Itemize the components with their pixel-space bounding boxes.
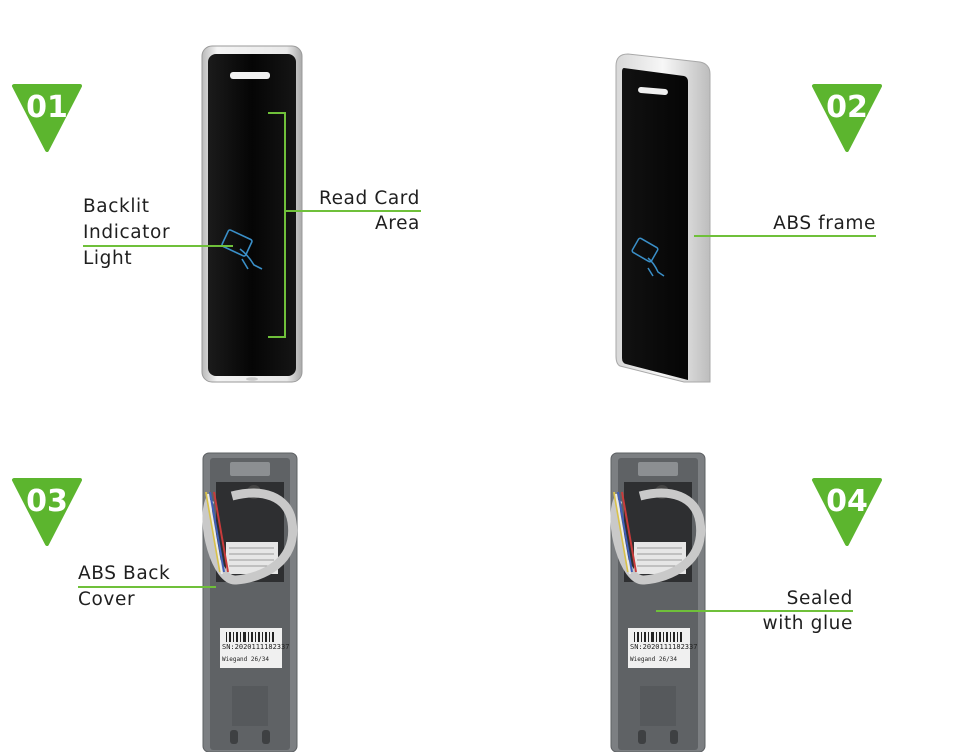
reader-angled-image: [614, 50, 714, 386]
badge-03: 03: [10, 478, 84, 546]
sticker-model: Wiegand 26/34: [222, 656, 269, 663]
abs-back-cover-label-line-2: Cover: [78, 589, 136, 610]
backlit-label-line-1: Backlit: [83, 196, 150, 217]
badge-02: 02: [810, 84, 884, 152]
read-card-label-line-2: Area: [375, 213, 420, 234]
backlit-label-line-3: Light: [83, 248, 133, 269]
sticker-serial: SN:2020111182337: [222, 643, 290, 651]
sticker-model: Wiegand 26/34: [630, 656, 677, 663]
sealed-leader-line: [656, 610, 853, 612]
badge-number: 02: [826, 90, 868, 125]
abs-back-cover-leader-line: [78, 586, 216, 588]
sticker-serial: SN:2020111182337: [630, 643, 698, 651]
backlit-leader-line: [83, 245, 233, 247]
read-card-label-line-1: Read Card: [318, 188, 420, 209]
sealed-label-line-1: Sealed: [786, 588, 853, 609]
badge-number: 04: [826, 484, 868, 519]
backlit-label-line-2: Indicator: [83, 222, 171, 243]
read-card-bracket: [284, 112, 286, 338]
abs-back-cover-label-line-1: ABS Back: [78, 563, 171, 584]
read-card-leader-line: [286, 210, 421, 212]
badge-01: 01: [10, 84, 84, 152]
abs-frame-leader-line: [694, 235, 876, 237]
reader-front-image: [200, 44, 304, 384]
badge-number: 01: [26, 90, 68, 125]
read-card-bracket-top: [268, 112, 286, 114]
reader-sealed-back-image: [610, 452, 706, 752]
badge-number: 03: [26, 484, 68, 519]
reader-back-image: [202, 452, 298, 752]
badge-04: 04: [810, 478, 884, 546]
sealed-label-line-2: with glue: [762, 613, 853, 634]
read-card-bracket-bottom: [268, 336, 286, 338]
abs-frame-label: ABS frame: [773, 213, 876, 234]
